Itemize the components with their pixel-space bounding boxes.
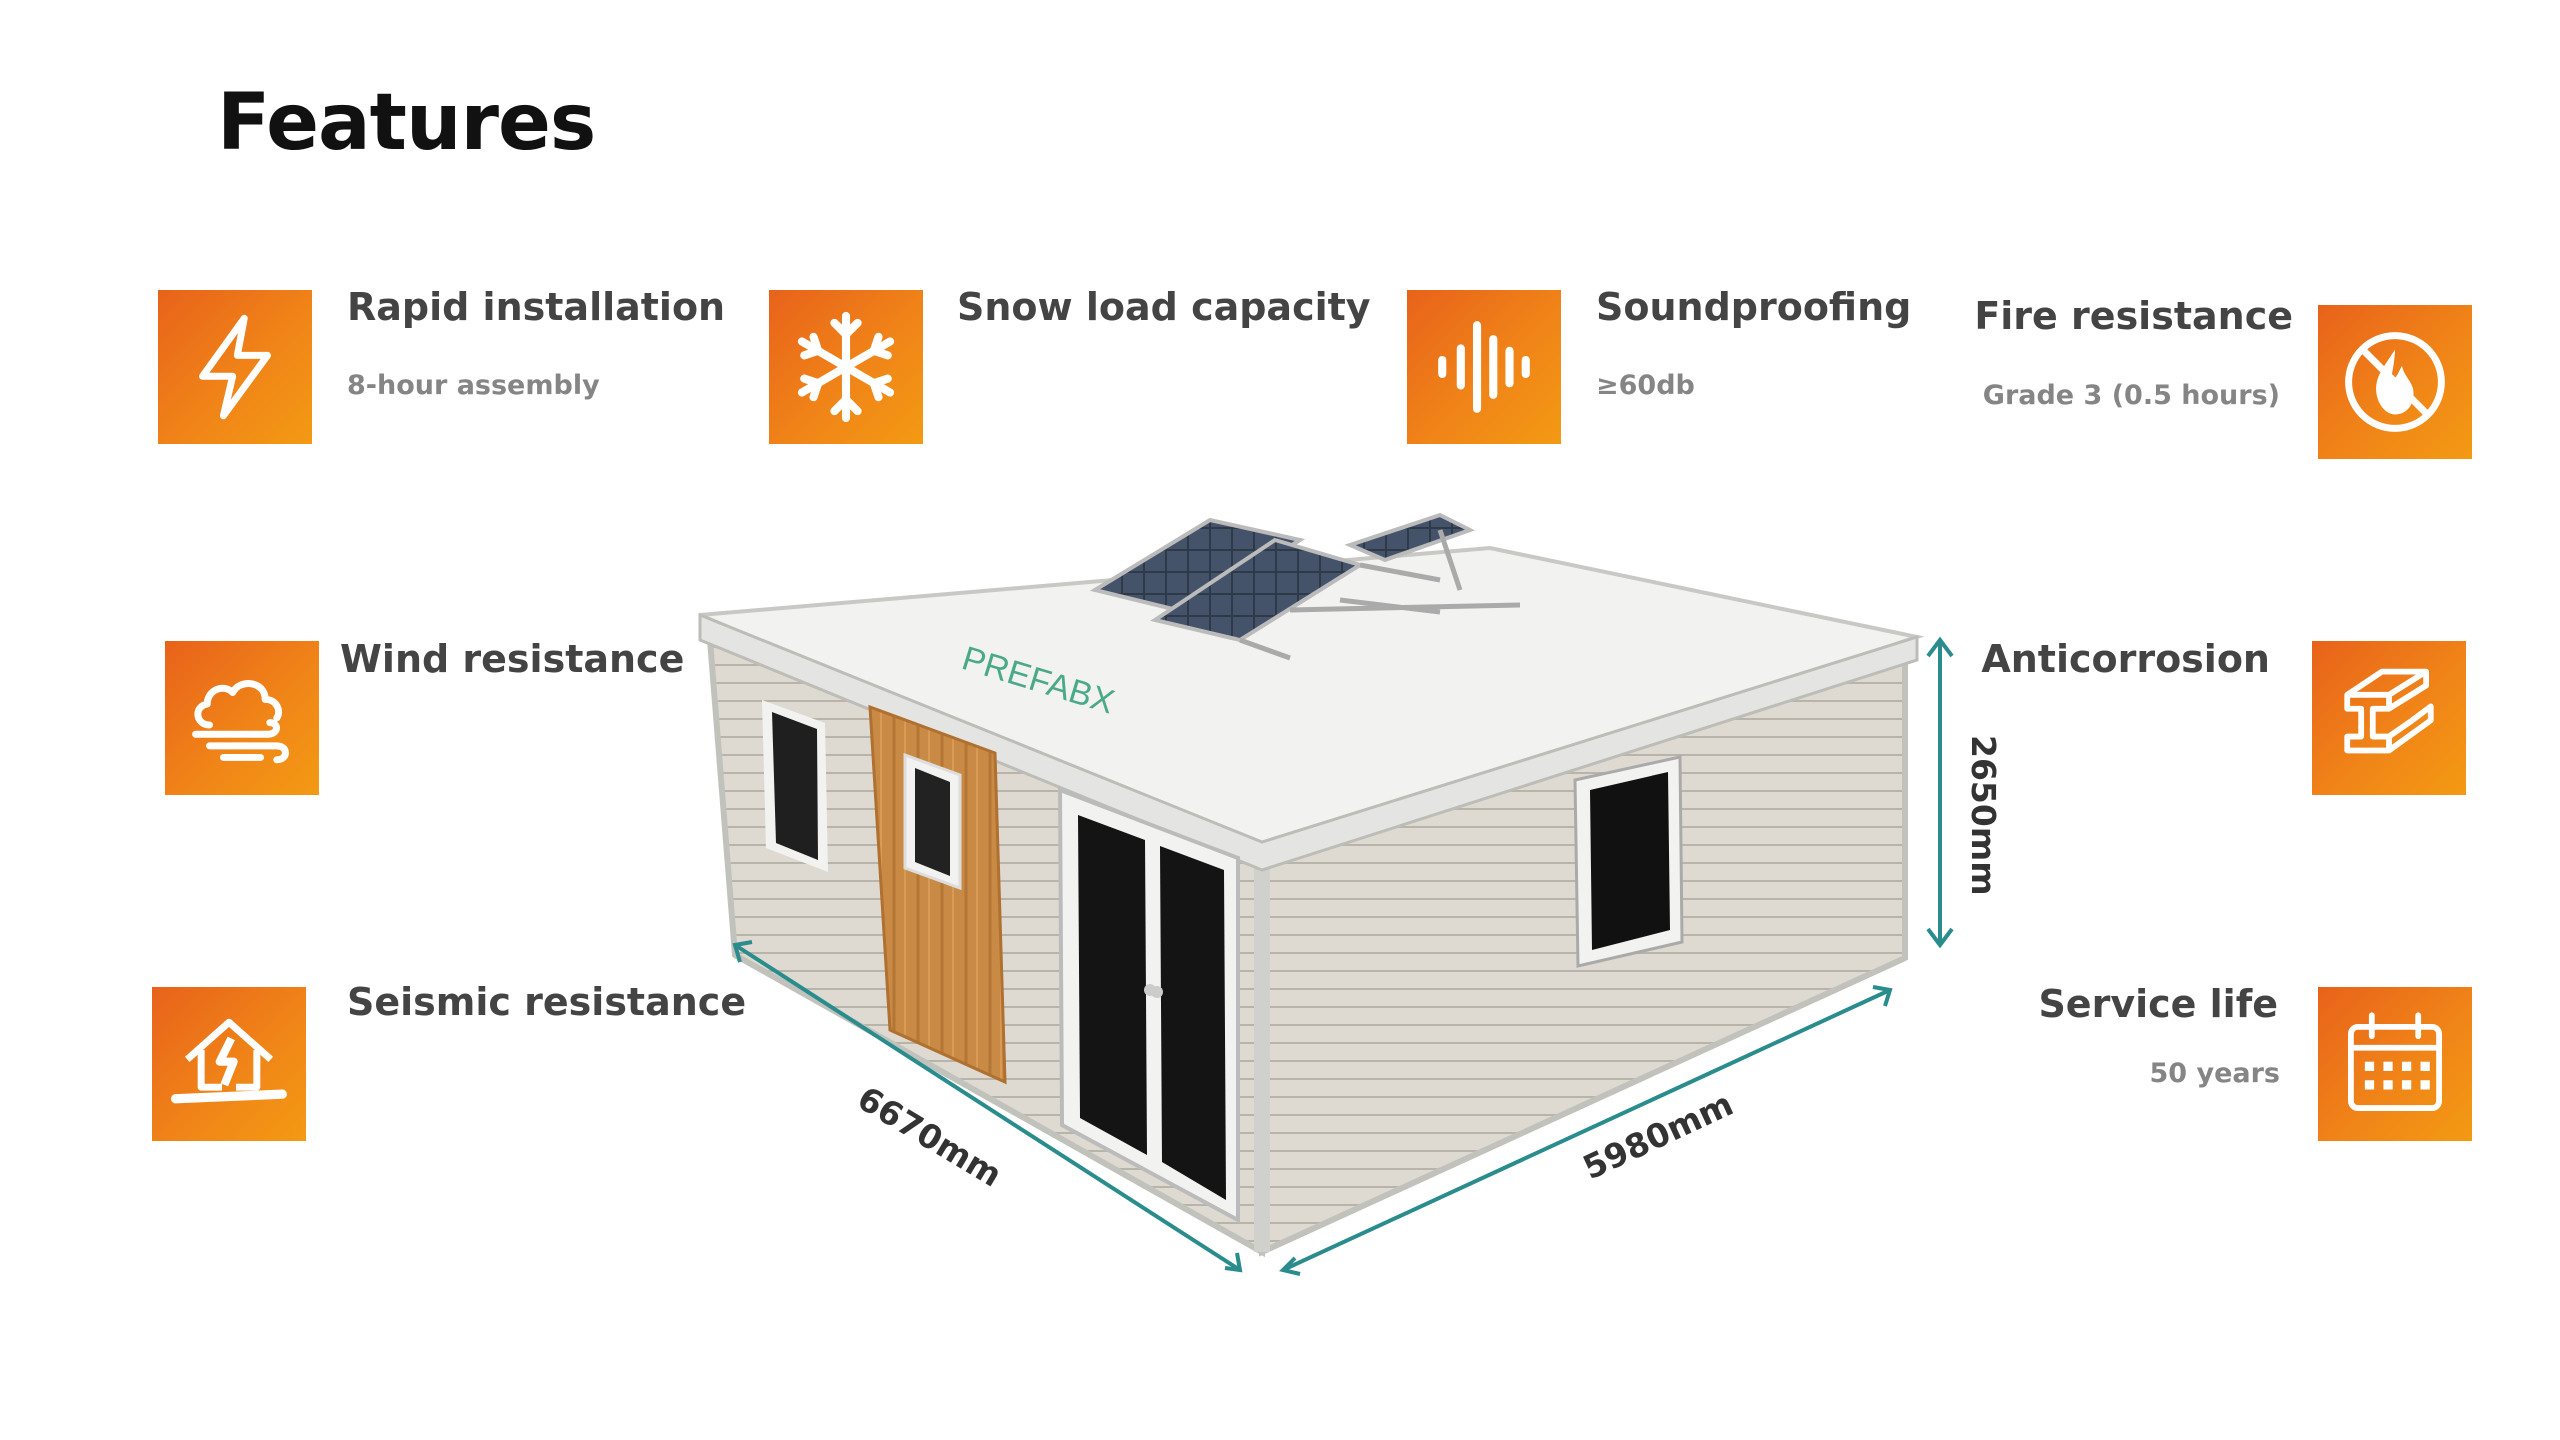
feature-title-service-life: Service life	[2038, 982, 2278, 1026]
earthquake-house-icon	[152, 987, 306, 1141]
right-wall-window	[1573, 755, 1684, 968]
feature-title-seismic-resistance: Seismic resistance	[347, 980, 747, 1024]
dimension-width-label: 5980mm	[1577, 1084, 1739, 1187]
dimension-height-label: 2650mm	[1964, 735, 2003, 896]
feature-subtitle-rapid-installation: 8-hour assembly	[347, 370, 600, 401]
feature-title-fire-resistance: Fire resistance	[1974, 294, 2293, 338]
feature-subtitle-fire-resistance: Grade 3 (0.5 hours)	[1982, 380, 2280, 411]
no-fire-icon	[2318, 305, 2472, 459]
wood-panel-window	[903, 752, 962, 891]
wind-cloud-icon	[165, 641, 319, 795]
solar-panels	[1089, 512, 1521, 661]
feature-title-anticorrosion: Anticorrosion	[1981, 637, 2270, 681]
sound-wave-icon	[1407, 290, 1561, 444]
dimension-lines	[732, 636, 1954, 1276]
french-doors	[1057, 787, 1240, 1224]
dimension-length-label: 6670mm	[851, 1078, 1009, 1194]
snowflake-icon	[769, 290, 923, 444]
feature-subtitle-soundproofing: ≥60db	[1596, 370, 1695, 401]
house-roof	[699, 545, 1925, 858]
left-wall-window	[762, 700, 828, 872]
page-title: Features	[217, 78, 596, 168]
house-left-wall	[706, 635, 1265, 1258]
feature-title-soundproofing: Soundproofing	[1596, 285, 1912, 329]
house-brand: PREFABX	[958, 639, 1119, 721]
feature-subtitle-service-life: 50 years	[2149, 1058, 2281, 1089]
wood-panel	[868, 704, 1007, 1085]
calendar-icon	[2318, 987, 2472, 1141]
feature-title-rapid-installation: Rapid installation	[347, 285, 726, 329]
house-right-wall	[1259, 650, 1908, 1257]
feature-title-snow-load: Snow load capacity	[957, 285, 1371, 329]
feature-title-wind-resistance: Wind resistance	[340, 637, 685, 681]
steel-beam-icon	[2312, 641, 2466, 795]
lightning-icon	[158, 290, 312, 444]
